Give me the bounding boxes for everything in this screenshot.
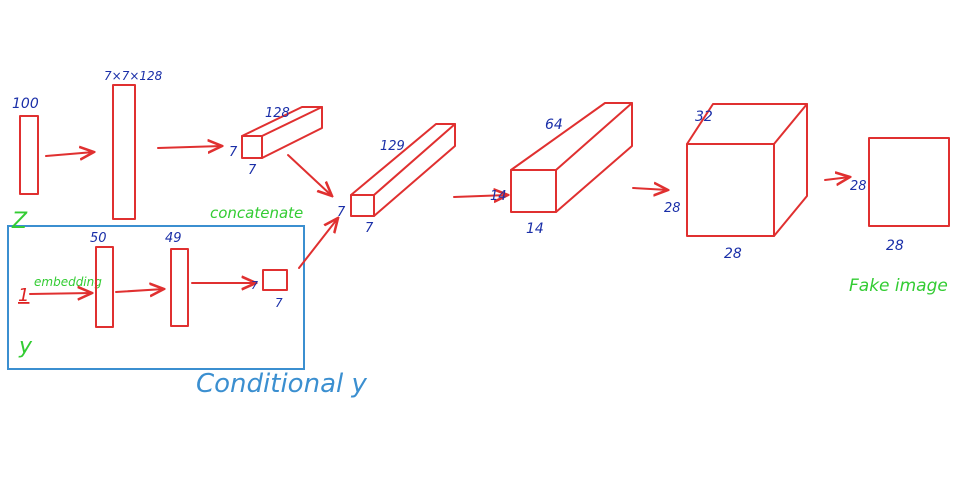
arrow-concat-to-block64 [453,195,508,197]
block64-width-label: 14 [526,221,544,237]
block32-cube [686,103,808,237]
embedding-dim-label: 50 [90,231,107,246]
reshape-depth-label: 128 [265,106,290,121]
block64-height-label: 14 [490,189,507,204]
arrow-noise-to-dense [45,152,94,156]
dense-layer-bar [112,84,136,220]
noise-name-label: Z [11,209,28,234]
condition-input-name: y [18,334,33,359]
condition-dense-dim-label: 49 [165,231,182,246]
concat-width-label: 7 [365,221,374,236]
noise-dim-label: 100 [12,96,39,112]
conditional-branch-box [7,225,305,370]
concatenate-label: concatenate [210,204,303,222]
noise-vector-bar [19,115,39,195]
concat-prism [350,123,456,217]
condition-map-height-label: 7 [251,279,258,292]
reshape-width-label: 7 [248,163,257,178]
embedding-label: embedding [34,275,102,289]
embedding-bar [95,246,114,328]
arrow-dense-to-reshape [157,146,222,148]
conditional-title: Conditional y [196,369,367,399]
block64-depth-label: 64 [545,117,563,133]
condition-map-square [262,269,288,291]
output-width-label: 28 [886,238,904,254]
fake-image-caption: Fake image [849,276,948,296]
arrow-embedding-to-dense [115,289,164,292]
arrow-block32-to-output [824,177,850,180]
block32-height-label: 28 [664,201,681,216]
reshape-prism [241,106,323,159]
arrow-input-to-embedding [29,293,92,294]
output-height-label: 28 [850,179,867,194]
block32-depth-label: 32 [695,109,713,125]
concat-height-label: 7 [337,205,346,220]
arrow-block64-to-block32 [632,188,668,190]
condition-dense-bar [170,248,189,327]
condition-input-value: 1 [18,285,29,306]
block64-prism [510,102,633,213]
arrow-map-to-concat [298,218,338,269]
output-image-square [868,137,950,227]
block32-width-label: 28 [724,246,742,262]
concat-depth-label: 129 [380,139,405,154]
dense-dim-label: 7×7×128 [104,69,163,83]
arrow-reshape-to-concat [287,154,332,196]
condition-map-width-label: 7 [275,296,283,310]
reshape-height-label: 7 [229,145,238,160]
